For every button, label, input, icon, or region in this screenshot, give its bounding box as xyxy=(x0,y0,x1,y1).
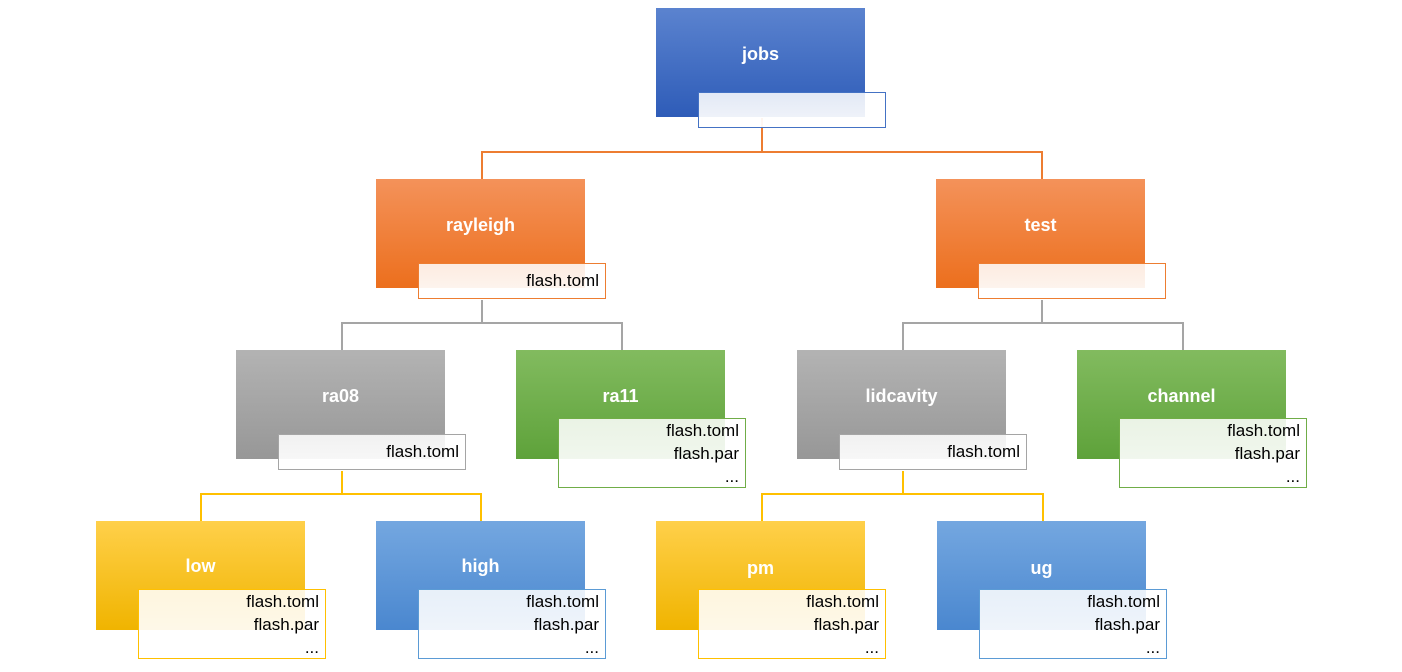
node-pm[interactable]: pm flash.toml flash.par ... xyxy=(656,521,886,659)
node-pm-label: pm xyxy=(747,558,774,578)
file-name: flash.toml xyxy=(386,442,459,461)
node-ra11[interactable]: ra11 flash.toml flash.par ... xyxy=(516,350,746,488)
node-ra11-files: flash.toml flash.par ... xyxy=(558,418,746,488)
file-name: flash.par xyxy=(533,615,599,634)
file-name: ... xyxy=(584,638,599,657)
file-name: flash.toml xyxy=(526,592,599,611)
file-name: flash.par xyxy=(813,615,879,634)
node-low-files: flash.toml flash.par ... xyxy=(138,589,326,659)
node-ra08[interactable]: ra08 flash.toml xyxy=(236,350,466,470)
node-ra08-files: flash.toml xyxy=(278,434,466,470)
file-name: ... xyxy=(1285,467,1300,486)
node-rayleigh[interactable]: rayleigh flash.toml xyxy=(376,179,606,299)
file-name: flash.toml xyxy=(666,421,739,440)
node-low-label: low xyxy=(185,556,216,576)
node-high-files: flash.toml flash.par ... xyxy=(418,589,606,659)
node-jobs-label: jobs xyxy=(741,44,779,64)
connector-ra08 xyxy=(200,471,343,521)
node-high[interactable]: high flash.toml flash.par ... xyxy=(376,521,606,659)
node-channel[interactable]: channel flash.toml flash.par ... xyxy=(1077,350,1307,488)
node-lidcavity-files: flash.toml xyxy=(839,434,1027,470)
file-name: flash.toml xyxy=(947,442,1020,461)
node-ug-label: ug xyxy=(1030,558,1053,578)
connector-ra08 xyxy=(342,493,482,521)
connector-lidcavity xyxy=(903,493,1044,521)
node-ug[interactable]: ug flash.toml flash.par ... xyxy=(937,521,1167,659)
node-ra11-label: ra11 xyxy=(602,386,639,406)
node-rayleigh-files: flash.toml xyxy=(418,263,606,299)
file-name: flash.par xyxy=(673,444,739,463)
file-name: flash.toml xyxy=(526,271,599,290)
node-pm-files: flash.toml flash.par ... xyxy=(698,589,886,659)
connector-jobs xyxy=(762,151,1043,179)
connector-lidcavity xyxy=(761,471,904,521)
file-name: flash.toml xyxy=(806,592,879,611)
connector-rayleigh xyxy=(341,300,483,350)
node-ug-files: flash.toml flash.par ... xyxy=(979,589,1167,659)
file-name: flash.par xyxy=(1094,615,1160,634)
node-test[interactable]: test xyxy=(936,179,1166,299)
node-rayleigh-label: rayleigh xyxy=(445,215,516,235)
node-jobs-files xyxy=(698,92,886,128)
node-ra08-label: ra08 xyxy=(321,386,360,406)
node-lidcavity-label: lidcavity xyxy=(865,386,938,406)
file-name: ... xyxy=(1145,638,1160,657)
node-channel-files: flash.toml flash.par ... xyxy=(1119,418,1307,488)
file-name: ... xyxy=(304,638,319,657)
node-low[interactable]: low flash.toml flash.par ... xyxy=(96,521,326,659)
connector-test xyxy=(1042,322,1184,350)
node-high-label: high xyxy=(461,556,500,576)
node-channel-label: channel xyxy=(1147,386,1216,406)
file-name: flash.toml xyxy=(246,592,319,611)
connector-jobs xyxy=(481,118,763,179)
file-name: ... xyxy=(864,638,879,657)
file-name: flash.toml xyxy=(1227,421,1300,440)
file-name: flash.par xyxy=(253,615,319,634)
file-name: flash.toml xyxy=(1087,592,1160,611)
node-jobs[interactable]: jobs xyxy=(656,8,886,128)
node-test-label: test xyxy=(1024,215,1057,235)
node-lidcavity[interactable]: lidcavity flash.toml xyxy=(797,350,1027,470)
connector-rayleigh xyxy=(482,322,623,350)
connector-test xyxy=(902,300,1043,350)
file-name: flash.par xyxy=(1234,444,1300,463)
node-test-files xyxy=(978,263,1166,299)
file-name: ... xyxy=(724,467,739,486)
